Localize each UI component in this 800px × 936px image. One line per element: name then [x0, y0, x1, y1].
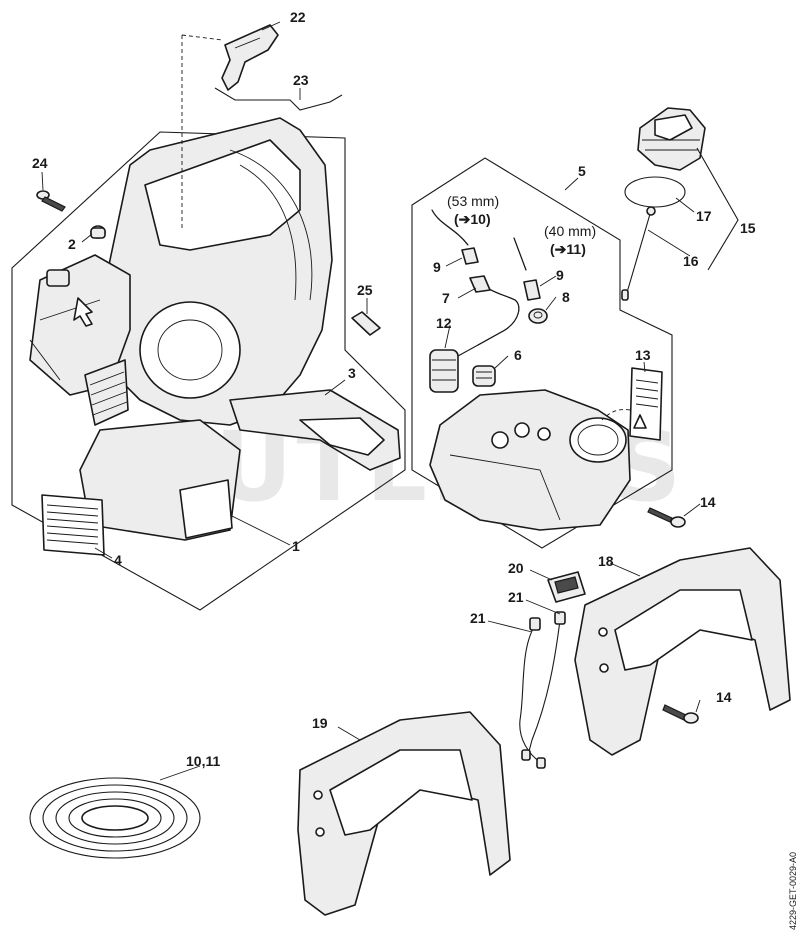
grommet-2: [90, 225, 106, 239]
wire-harness-21: [519, 611, 566, 769]
screw-14-lower: [662, 704, 699, 724]
callout-21-upper: 21: [508, 589, 524, 605]
callout-10-11: 10,11: [186, 753, 220, 769]
stop-switch-20: [547, 571, 586, 603]
callout-6: 6: [514, 347, 522, 363]
callout-18: 18: [598, 553, 614, 569]
callout-20: 20: [508, 560, 524, 576]
note-ref-11: (➔11): [550, 241, 586, 257]
o-ring-17: [624, 176, 686, 208]
fuel-tank: [429, 389, 631, 531]
throttle-trigger-22: [221, 24, 279, 91]
tank-vent-6: [472, 365, 496, 387]
blower-housing: [29, 117, 401, 541]
handle-half-19: [297, 711, 511, 916]
throttle-rod-23: [214, 87, 343, 111]
callout-25: 25: [357, 282, 373, 298]
fuel-line-coil-10-11: [29, 777, 201, 859]
callout-4: 4: [114, 552, 122, 568]
callout-21-lower: 21: [470, 610, 486, 626]
callout-14-lower: 14: [716, 689, 732, 705]
callout-15: 15: [740, 220, 756, 236]
callout-8: 8: [562, 289, 570, 305]
note-53mm: (53 mm): [447, 193, 499, 209]
callout-23: 23: [293, 72, 309, 88]
screw-14-upper: [647, 507, 686, 528]
note-ref-10: (➔10): [454, 211, 491, 227]
pin-25: [351, 311, 381, 336]
callout-9-left: 9: [433, 259, 441, 275]
callout-14-upper: 14: [700, 494, 716, 510]
bracket-15: [696, 147, 739, 271]
fuel-hose-7: [469, 275, 520, 346]
hose-53mm: [431, 209, 469, 246]
callout-2: 2: [68, 236, 76, 252]
callout-13: 13: [635, 347, 651, 363]
callout-1: 1: [292, 538, 300, 554]
leader-lines: [41, 21, 701, 781]
callout-7: 7: [442, 290, 450, 306]
callout-17: 17: [696, 208, 712, 224]
callout-3: 3: [348, 365, 356, 381]
note-40mm: (40 mm): [544, 223, 596, 239]
callout-9-right: 9: [556, 267, 564, 283]
callout-22: 22: [290, 9, 306, 25]
callout-12: 12: [436, 315, 452, 331]
valve-9-right: [523, 279, 541, 301]
callout-16: 16: [683, 253, 699, 269]
handle-half-18: [574, 547, 791, 756]
warning-label-13: [629, 367, 663, 441]
callout-19: 19: [312, 715, 328, 731]
drawing-code: 4229-GET-0029-A0: [788, 852, 798, 930]
grommet-8: [528, 308, 548, 324]
fuel-filter-12: [429, 344, 479, 393]
callout-24: 24: [32, 155, 48, 171]
screw-24: [36, 190, 66, 212]
warning-label-4: [41, 494, 105, 556]
valve-9-left: [461, 247, 479, 265]
housing-group-frame: [11, 131, 406, 611]
dipstick-16: [621, 206, 656, 301]
hose-40mm: [513, 237, 527, 271]
callout-5: 5: [578, 163, 586, 179]
tank-cap-15: [637, 107, 706, 171]
